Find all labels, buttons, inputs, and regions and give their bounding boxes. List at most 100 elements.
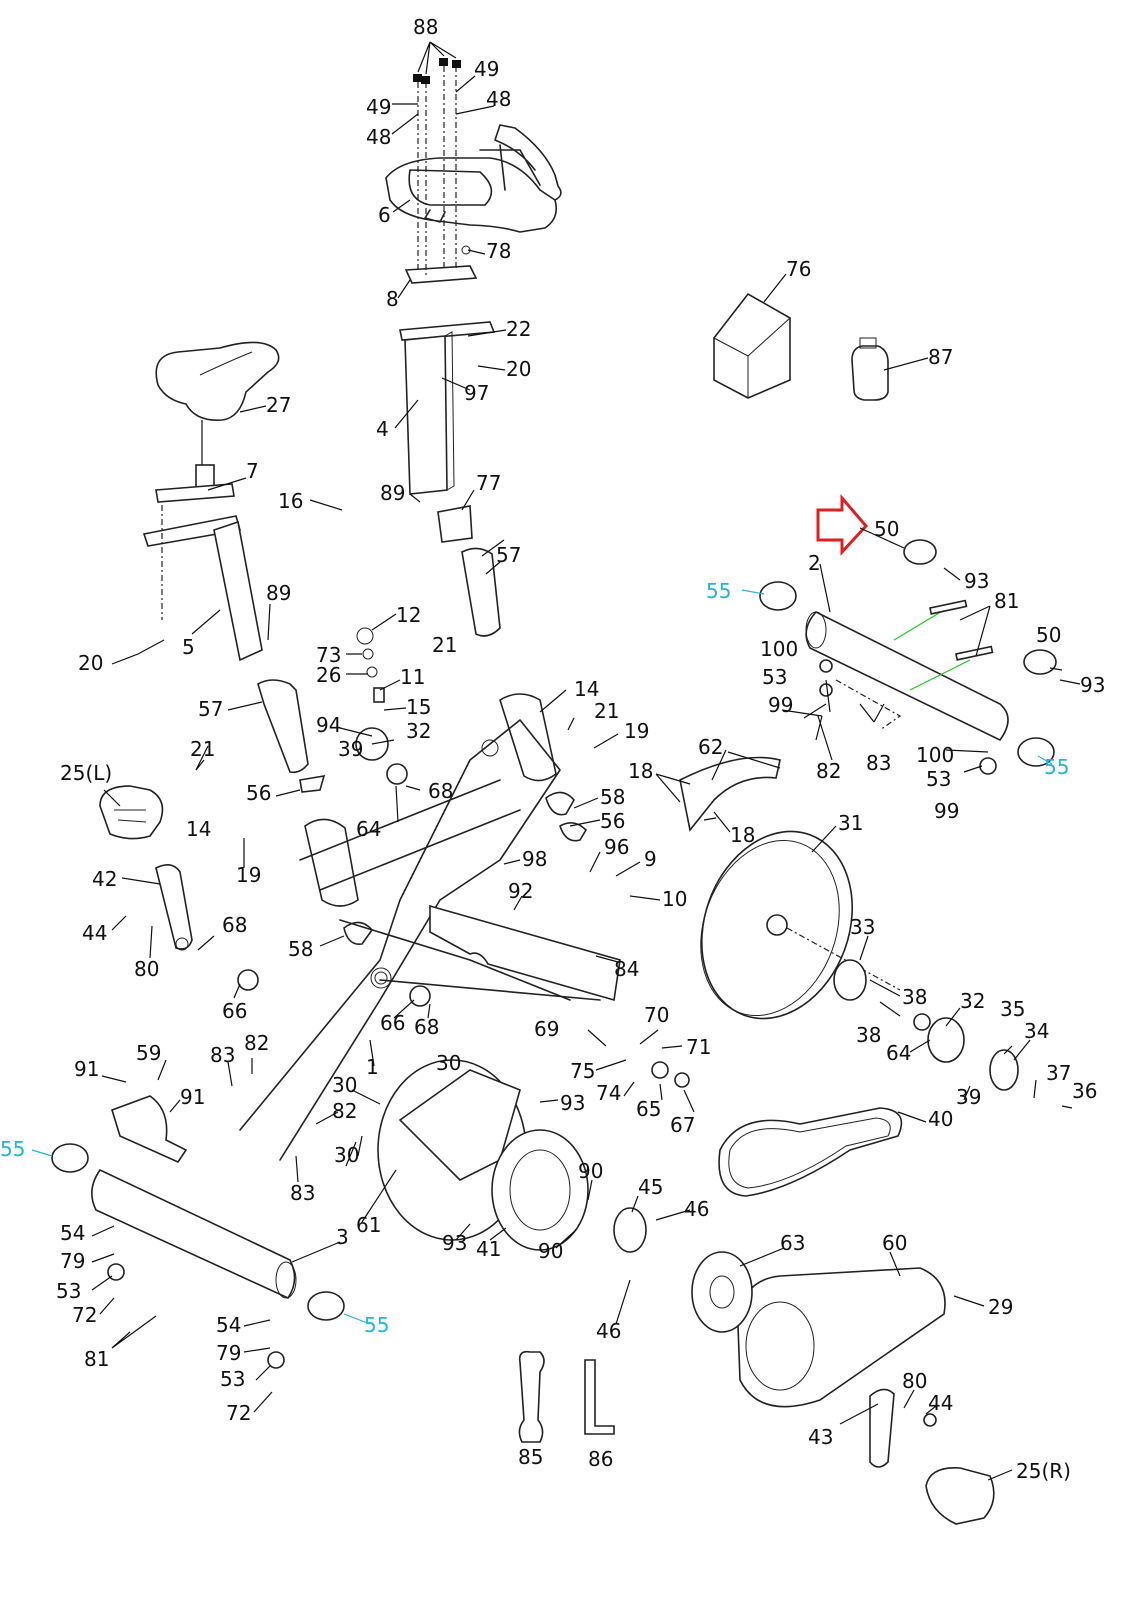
label-66: 66: [380, 1011, 405, 1035]
label-100: 100: [760, 637, 798, 661]
label-56: 56: [600, 809, 625, 833]
label-57: 57: [496, 543, 521, 567]
label-14: 14: [186, 817, 211, 841]
label-83: 83: [210, 1043, 235, 1067]
belt-part: [718, 1107, 903, 1197]
label-66: 66: [222, 999, 247, 1023]
label-61: 61: [356, 1213, 381, 1237]
crank-arm-43-part: [923, 1413, 937, 1427]
label-8: 8: [386, 287, 399, 311]
callout-arrow: [816, 493, 869, 556]
label-26: 26: [316, 663, 341, 687]
label-57: 57: [198, 697, 223, 721]
label-79: 79: [216, 1341, 241, 1365]
label-82: 82: [332, 1099, 357, 1123]
label-83: 83: [866, 751, 891, 775]
label-100: 100: [916, 743, 954, 767]
part-labels: 88 49 49 48 48 6 78 8 22 20 97 4 76 87 2…: [0, 15, 1105, 1483]
label-18: 18: [628, 759, 653, 783]
label-50: 50: [1036, 623, 1061, 647]
label-70: 70: [644, 1003, 669, 1027]
label-3: 3: [336, 1225, 349, 1249]
label-55: 55: [0, 1137, 25, 1161]
label-20: 20: [506, 357, 531, 381]
label-43: 43: [808, 1425, 833, 1449]
label-29: 29: [988, 1295, 1013, 1319]
label-53: 53: [220, 1367, 245, 1391]
label-76: 76: [786, 257, 811, 281]
label-99: 99: [934, 799, 959, 823]
label-82: 82: [816, 759, 841, 783]
label-15: 15: [406, 695, 431, 719]
label-58: 58: [288, 937, 313, 961]
end-cap-55-left: [51, 1143, 89, 1173]
label-1: 1: [366, 1055, 379, 1079]
label-93: 93: [442, 1231, 467, 1255]
label-46: 46: [596, 1319, 621, 1343]
end-cap-55-right: [1017, 737, 1055, 767]
label-67: 67: [670, 1113, 695, 1137]
label-31: 31: [838, 811, 863, 835]
label-97: 97: [464, 381, 489, 405]
label-12: 12: [396, 603, 421, 627]
label-48: 48: [486, 87, 511, 111]
handlebar-part: [385, 124, 562, 233]
label-14: 14: [574, 677, 599, 701]
label-83: 83: [290, 1181, 315, 1205]
label-6: 6: [378, 203, 391, 227]
seat-slider-part: [142, 464, 263, 662]
water-bottle-part: [851, 337, 889, 401]
label-78: 78: [486, 239, 511, 263]
label-64: 64: [356, 817, 381, 841]
label-62: 62: [698, 735, 723, 759]
label-9: 9: [644, 847, 657, 871]
label-40: 40: [928, 1107, 953, 1131]
brake-pad-part: [679, 756, 781, 832]
label-88: 88: [413, 15, 438, 39]
label-22: 22: [506, 317, 531, 341]
label-25L: 25(L): [60, 761, 112, 785]
left-pedal-part: [99, 785, 193, 951]
end-cap-55-top: [759, 581, 797, 611]
label-87: 87: [928, 345, 953, 369]
label-4: 4: [376, 417, 389, 441]
label-46: 46: [684, 1197, 709, 1221]
label-30: 30: [334, 1143, 359, 1167]
box-part: [713, 292, 791, 399]
label-21: 21: [190, 737, 215, 761]
label-82: 82: [244, 1031, 269, 1055]
label-42: 42: [92, 867, 117, 891]
label-35: 35: [1000, 997, 1025, 1021]
label-93: 93: [560, 1091, 585, 1115]
label-68: 68: [428, 779, 453, 803]
label-93: 93: [964, 569, 989, 593]
label-90: 90: [578, 1159, 603, 1183]
label-74: 74: [596, 1081, 621, 1105]
small-fasteners: [107, 627, 1019, 1369]
seat-part: [155, 341, 280, 470]
label-44: 44: [928, 1391, 953, 1415]
label-38: 38: [856, 1023, 881, 1047]
label-71: 71: [686, 1035, 711, 1059]
label-81: 81: [994, 589, 1019, 613]
label-2: 2: [808, 551, 821, 575]
label-50: 50: [874, 517, 899, 541]
label-11: 11: [400, 665, 425, 689]
label-32: 32: [960, 989, 985, 1013]
cap-50-top: [903, 539, 937, 565]
label-91: 91: [180, 1085, 205, 1109]
label-55: 55: [1044, 755, 1069, 779]
cap-50-right: [1023, 649, 1057, 675]
label-16: 16: [278, 489, 303, 513]
seat-sleeve-left-part: [257, 679, 374, 945]
label-68: 68: [414, 1015, 439, 1039]
label-34: 34: [1024, 1019, 1049, 1043]
wrench-tool: [518, 1350, 545, 1443]
label-30: 30: [332, 1073, 357, 1097]
holder-59-part: [111, 1095, 188, 1164]
drive-pulley-part: [491, 1129, 589, 1251]
label-36: 36: [1072, 1079, 1097, 1103]
bracket-10-part: [429, 904, 621, 1002]
label-5: 5: [182, 635, 195, 659]
